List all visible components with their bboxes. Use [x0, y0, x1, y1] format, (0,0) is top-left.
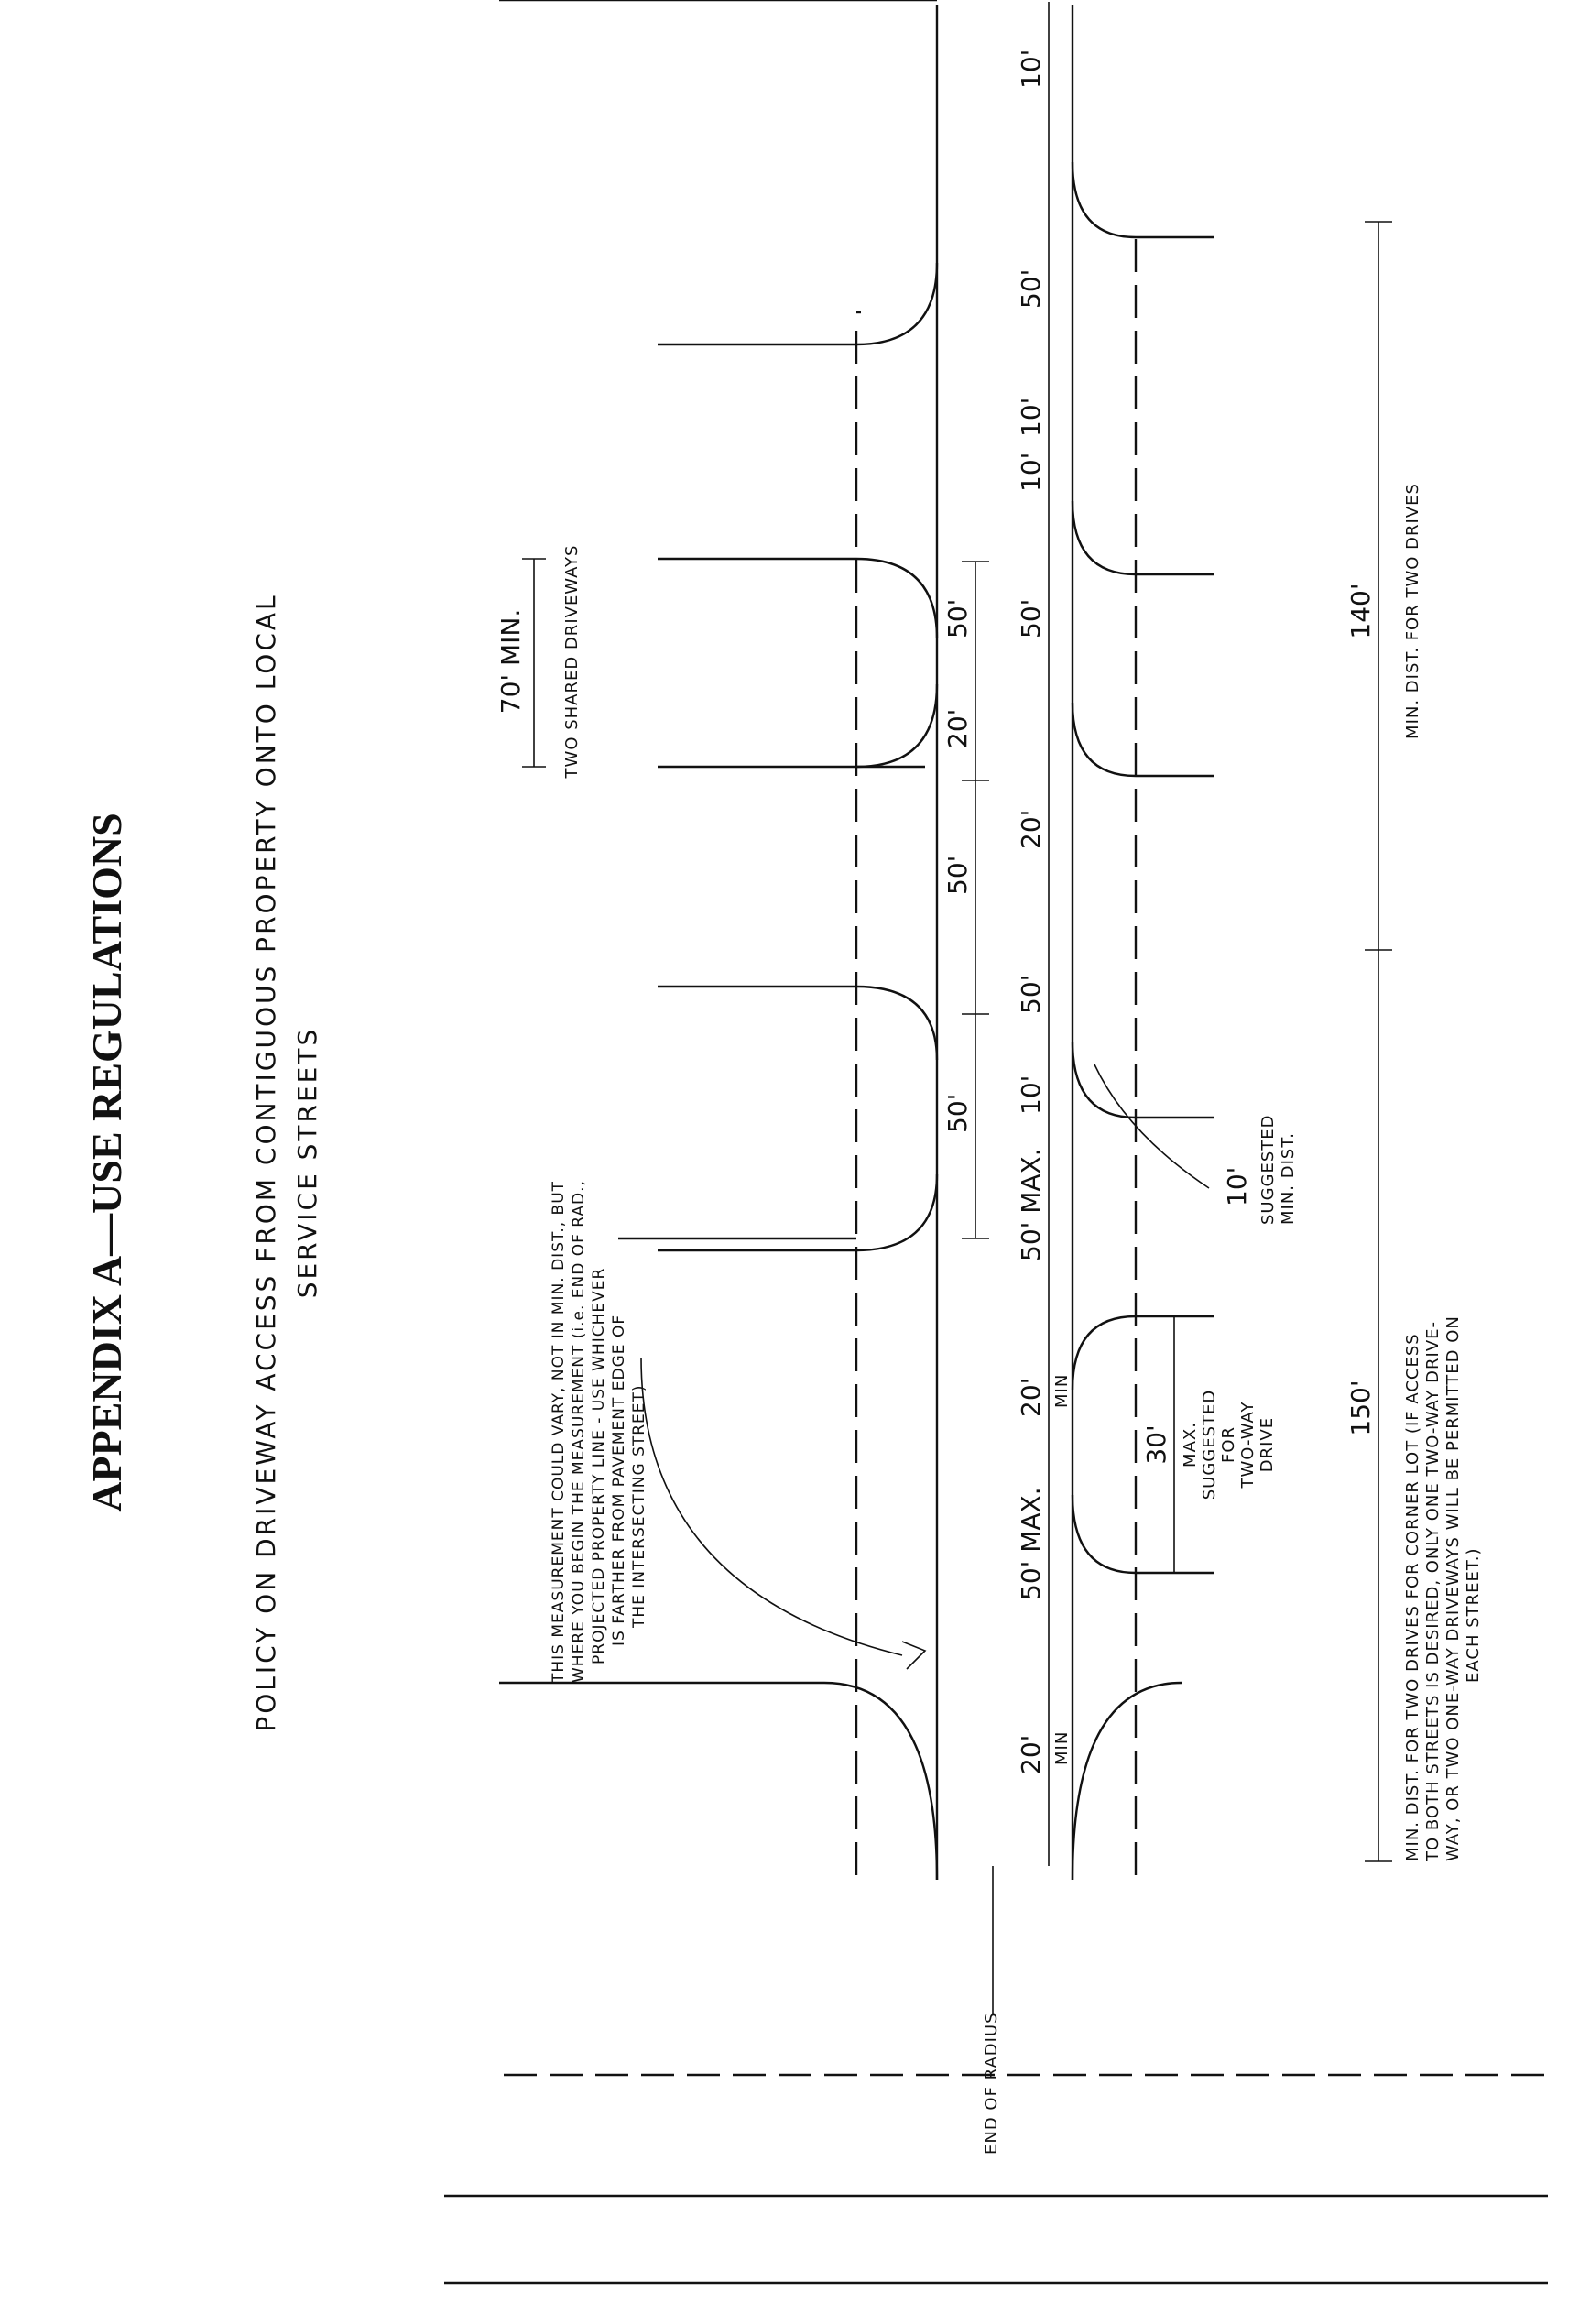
svg-text:DRIVE: DRIVE — [1258, 1417, 1277, 1472]
svg-text:MIN. DIST. FOR TWO DRIVES FOR: MIN. DIST. FOR TWO DRIVES FOR CORNER LOT… — [1403, 1333, 1422, 1861]
page-title: APPENDIX A—USE REGULATIONS — [83, 813, 130, 1511]
svg-text:50' MAX.: 50' MAX. — [1016, 1148, 1046, 1261]
svg-text:WAY, OR TWO ONE-WAY DRIVEWAYS: WAY, OR TWO ONE-WAY DRIVEWAYS WILL BE PE… — [1443, 1315, 1463, 1861]
svg-text:50': 50' — [942, 1094, 973, 1133]
svg-text:50' MAX.: 50' MAX. — [1016, 1487, 1046, 1600]
lower-dimensions: 20' MIN 50' MAX. 20' MIN 50' MAX. 10' 50… — [1016, 2, 1072, 1866]
svg-text:MIN. DIST.: MIN. DIST. — [1279, 1132, 1298, 1225]
svg-text:PROJECTED PROPERTY LINE - USE: PROJECTED PROPERTY LINE - USE WHICHEVER — [590, 1268, 608, 1664]
suggested-min-distance: 10' SUGGESTED MIN. DIST. — [1094, 1064, 1298, 1225]
svg-text:10': 10' — [1016, 453, 1046, 492]
svg-text:TWO SHARED DRIVEWAYS: TWO SHARED DRIVEWAYS — [562, 545, 582, 780]
svg-text:10': 10' — [1016, 49, 1046, 89]
svg-text:10': 10' — [1016, 1075, 1046, 1115]
svg-text:MIN: MIN — [1052, 1374, 1072, 1408]
svg-text:THE INTERSECTING STREET): THE INTERSECTING STREET) — [630, 1384, 648, 1629]
upper-driveways — [658, 262, 939, 1252]
svg-text:50': 50' — [942, 599, 973, 638]
end-of-radius: END OF RADIUS — [982, 1866, 1001, 2155]
intersecting-street — [444, 2073, 1557, 2285]
svg-text:THIS MEASUREMENT COULD VARY, N: THIS MEASUREMENT COULD VARY, NOT IN MIN.… — [550, 1181, 568, 1684]
upper-dimensions: 50' 50' 20' 50' — [942, 561, 989, 1239]
svg-text:140': 140' — [1345, 583, 1376, 638]
svg-text:WHERE YOU BEGIN THE MEASUREMEN: WHERE YOU BEGIN THE MEASUREMENT (i.e. EN… — [570, 1180, 588, 1683]
svg-text:70' MIN.: 70' MIN. — [495, 609, 526, 715]
lower-driveways — [1071, 161, 1214, 1575]
svg-text:END OF RADIUS: END OF RADIUS — [982, 2012, 1001, 2155]
svg-text:50': 50' — [1016, 975, 1046, 1014]
svg-text:FOR: FOR — [1219, 1426, 1238, 1463]
shared-driveways-dimension: 70' MIN. TWO SHARED DRIVEWAYS — [495, 545, 582, 780]
local-service-street — [823, 5, 1182, 1881]
svg-text:MIN. DIST. FOR TWO DRIVES: MIN. DIST. FOR TWO DRIVES — [1403, 483, 1422, 739]
corner-lot-dimension: 150' MIN. DIST. FOR TWO DRIVES FOR CORNE… — [1345, 949, 1483, 1862]
svg-text:EACH STREET.): EACH STREET.) — [1464, 1548, 1483, 1683]
two-drives-dimension: 140' MIN. DIST. FOR TWO DRIVES — [1345, 221, 1422, 950]
svg-text:SUGGESTED: SUGGESTED — [1200, 1390, 1219, 1500]
page-subtitle-line2: SERVICE STREETS — [292, 1027, 322, 1299]
svg-text:50': 50' — [942, 856, 973, 895]
measurement-note: THIS MEASUREMENT COULD VARY, NOT IN MIN.… — [550, 1180, 927, 1684]
page-subtitle-line1: POLICY ON DRIVEWAY ACCESS FROM CONTIGUOU… — [251, 593, 281, 1731]
svg-text:10': 10' — [1222, 1167, 1252, 1206]
svg-text:MAX.: MAX. — [1181, 1422, 1200, 1468]
svg-text:TO BOTH STREETS IS DESIRED, ON: TO BOTH STREETS IS DESIRED, ONLY ONE TWO… — [1423, 1321, 1443, 1862]
svg-text:SUGGESTED: SUGGESTED — [1258, 1114, 1278, 1225]
svg-text:150': 150' — [1345, 1380, 1376, 1435]
svg-text:TWO-WAY: TWO-WAY — [1238, 1402, 1258, 1489]
svg-text:10': 10' — [1016, 398, 1046, 437]
svg-text:30': 30' — [1141, 1424, 1171, 1464]
svg-text:20': 20' — [1016, 1378, 1046, 1417]
svg-text:20': 20' — [1016, 810, 1046, 849]
svg-text:20': 20' — [942, 709, 973, 748]
svg-text:IS FARTHER FROM PAVEMENT EDGE: IS FARTHER FROM PAVEMENT EDGE OF — [610, 1315, 628, 1646]
svg-text:50': 50' — [1016, 599, 1046, 638]
svg-text:50': 50' — [1016, 269, 1046, 309]
svg-text:MIN: MIN — [1052, 1731, 1072, 1765]
max-suggested-dimension: 30' MAX. SUGGESTED FOR TWO-WAY DRIVE — [1141, 1316, 1277, 1573]
svg-text:20': 20' — [1016, 1735, 1046, 1774]
